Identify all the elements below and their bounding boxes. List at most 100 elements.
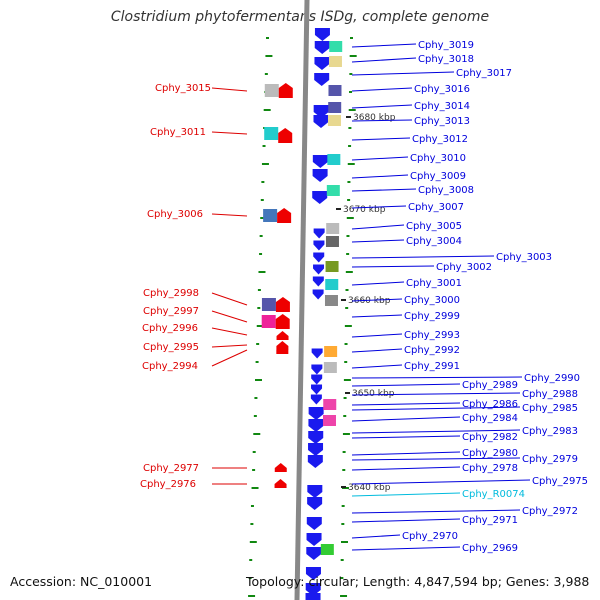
forward-gene-bar [324,295,338,306]
forward-arrow [311,374,323,385]
reverse-gene-label: Cphy_2997 [143,306,199,317]
reverse-gene-label: Cphy_2996 [142,323,198,334]
reverse-arrow [277,208,292,223]
forward-gene-label: Cphy_3004 [406,236,462,247]
reverse-gene-label: Cphy_3011 [150,127,206,138]
forward-arrow [308,419,324,432]
topology-label: Topology: circular; Length: 4,847,594 bp… [246,574,590,589]
forward-gene-label: Cphy_2993 [404,330,460,341]
forward-gene-label: Cphy_3005 [406,221,462,232]
forward-leader-line [351,87,413,92]
forward-arrow [311,364,323,375]
forward-leader-line [351,174,409,179]
forward-gene-label: Cphy_3008 [418,185,474,196]
forward-arrow [305,593,321,600]
reverse-leader-line [211,344,248,348]
forward-gene-label: Cphy_R0074 [462,489,525,500]
forward-leader-line [351,255,495,259]
forward-arrow [313,105,329,118]
forward-gene-bar [327,115,341,126]
reverse-leader-line [211,349,248,367]
accession-label: Accession: NC_010001 [10,574,153,589]
forward-gene-bar [320,544,334,555]
forward-arrow [312,289,324,300]
reverse-gene-label: Cphy_2998 [143,288,199,299]
reverse-gene-bar [261,298,276,311]
reverse-leader-line [211,213,248,217]
forward-gene-label: Cphy_2979 [522,454,578,465]
forward-gene-label: Cphy_2970 [402,531,458,542]
forward-gene-label: Cphy_2980 [462,448,518,459]
forward-gene-label: Cphy_3002 [436,262,492,273]
reverse-arrow [276,345,289,354]
forward-leader-line [351,376,523,379]
reverse-strand-features [261,83,293,488]
forward-leader-line [351,435,461,439]
forward-leader-line [351,546,461,551]
forward-leader-line [351,265,435,268]
forward-arrow [314,57,330,70]
forward-leader-line [351,333,403,338]
forward-gene-bar [328,102,342,113]
forward-leader-line [351,466,461,471]
forward-arrow [313,240,325,251]
forward-arrow [311,348,323,359]
forward-arrow [305,583,321,596]
forward-arrow [312,169,328,182]
forward-gene-bar [329,41,343,52]
forward-arrow [305,567,321,580]
forward-gene-label: Cphy_2985 [522,403,578,414]
forward-leader-line [351,416,461,422]
forward-gene-label: Cphy_3019 [418,40,474,51]
forward-gene-bar [325,279,339,290]
forward-leader-line [351,188,417,192]
reverse-arrow [278,83,293,98]
reverse-leader-line [211,131,248,135]
forward-gene-label: Cphy_2975 [532,476,588,487]
forward-gene-labels: Cphy_3019Cphy_3018Cphy_3017Cphy_3016Cphy… [351,40,588,554]
forward-gene-label: Cphy_3016 [414,84,470,95]
reverse-gene-bar [264,84,279,97]
forward-arrow [308,407,324,420]
forward-leader-line [351,492,461,497]
reverse-arrow [278,128,293,143]
forward-gene-bar [328,85,342,96]
forward-arrow [314,28,330,41]
forward-gene-label: Cphy_3001 [406,278,462,289]
forward-gene-bar [323,399,337,410]
forward-arrow [307,485,323,498]
forward-arrow [313,115,329,128]
forward-leader-line [351,119,413,122]
forward-leader-line [351,314,403,318]
reverse-gene-label: Cphy_2994 [142,361,198,372]
forward-gene-label: Cphy_2972 [522,506,578,517]
reverse-gene-label: Cphy_3015 [155,83,211,94]
forward-arrow [313,264,325,275]
ruler-label: 3650 kbp [352,389,395,399]
forward-arrow [306,517,322,530]
forward-leader-line [351,104,413,109]
forward-leader-line [351,509,521,514]
forward-leader-line [351,406,521,411]
reverse-leader-line [211,87,248,92]
forward-arrow [306,533,322,546]
forward-leader-line [351,534,401,539]
forward-gene-bar [325,261,339,272]
reverse-gene-bar [263,209,278,222]
reverse-gene-bar [261,315,276,328]
forward-leader-line [351,451,461,456]
forward-leader-line [351,457,521,461]
forward-gene-label: Cphy_3000 [404,295,460,306]
forward-leader-line [351,71,455,76]
genome-backbone [294,0,310,600]
forward-leader-line [351,402,461,406]
ruler-label: 3640 kbp [348,483,391,493]
forward-gene-bar [324,346,338,357]
forward-arrow [312,276,324,287]
reverse-gene-label: Cphy_2977 [143,463,199,474]
forward-arrow [311,384,323,395]
forward-leader-line [351,429,521,434]
